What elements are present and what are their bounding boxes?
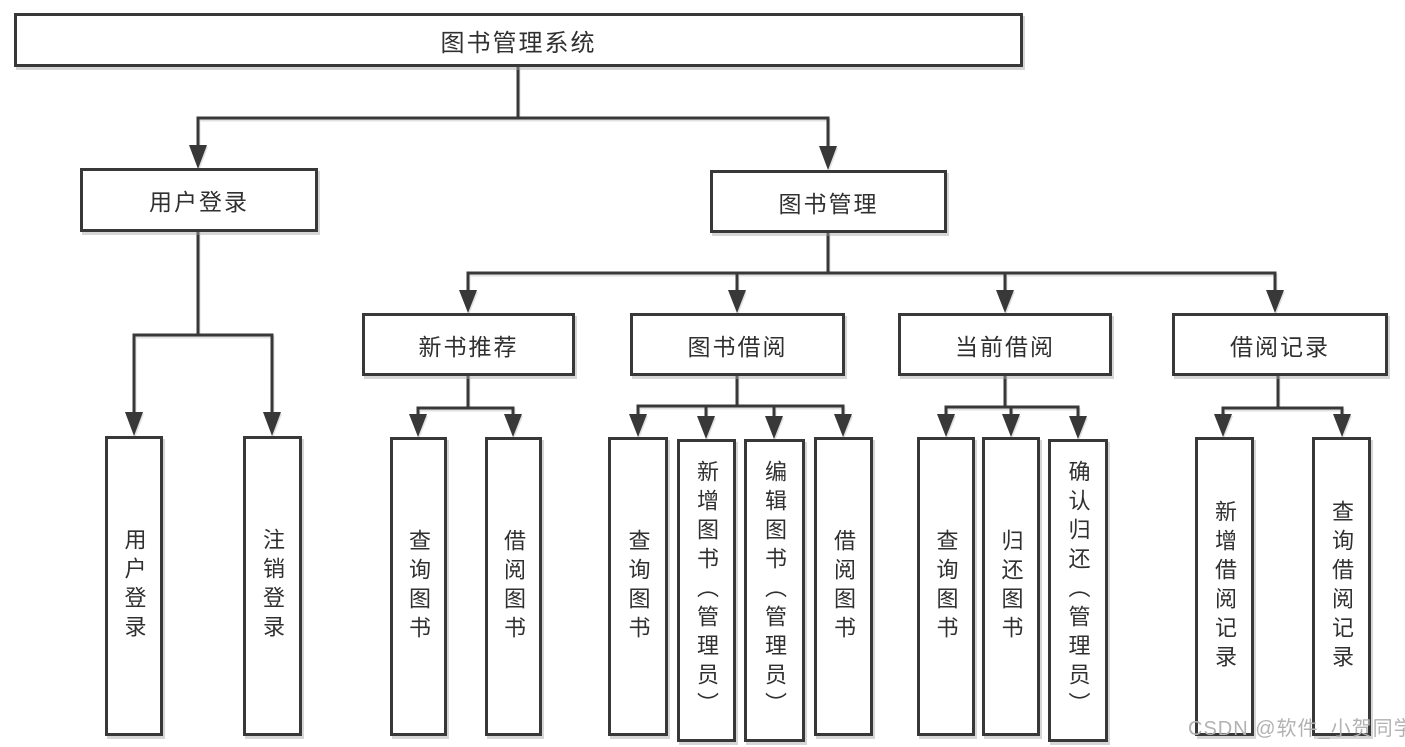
node-borrow-book-recommend: 借阅图书 [485, 437, 542, 736]
arrowhead [189, 145, 207, 169]
arrowhead [459, 290, 477, 313]
node-logout-label: 注销登录 [260, 528, 286, 644]
edge-mgmt-level3 [466, 231, 1277, 293]
node-query-book-recommend: 查询图书 [390, 437, 447, 736]
arrowhead [1266, 290, 1284, 313]
edge-login-leaves [132, 230, 274, 415]
arrowhead [937, 414, 955, 437]
node-user-login-group-label: 用户登录 [149, 189, 249, 215]
node-current-borrow-label: 当前借阅 [955, 333, 1055, 360]
node-borrow-records-label: 借阅记录 [1230, 333, 1330, 360]
arrowhead [819, 146, 837, 170]
node-root-label: 图书管理系统 [440, 29, 597, 57]
edge-records-leaves [1221, 374, 1344, 417]
node-query-book-borrow-label: 查询图书 [625, 528, 651, 645]
node-user-login-group: 用户登录 [80, 168, 318, 232]
edge-current-leaves [944, 374, 1080, 419]
node-query-borrow-record-label: 查询借阅记录 [1329, 499, 1355, 674]
node-borrow-book-label: 借阅图书 [831, 528, 857, 645]
node-root: 图书管理系统 [14, 13, 1023, 67]
node-return-book-label: 归还图书 [998, 528, 1024, 645]
arrowhead [1002, 414, 1020, 437]
node-confirm-return-admin: 确认归还（管理员） [1048, 439, 1108, 742]
node-current-borrow: 当前借阅 [898, 313, 1112, 376]
node-query-book-recommend-label: 查询图书 [406, 528, 432, 645]
node-borrow-records: 借阅记录 [1172, 313, 1388, 376]
node-new-book-recommend: 新书推荐 [362, 313, 575, 376]
node-edit-book-admin: 编辑图书（管理员） [744, 439, 805, 742]
node-confirm-return-admin-label: 确认归还（管理员） [1065, 460, 1091, 721]
arrowhead [834, 414, 852, 437]
edge-borrow-leaves [636, 374, 845, 419]
edge-root-level2 [196, 65, 830, 149]
arrowhead [263, 412, 281, 436]
node-query-borrow-record: 查询借阅记录 [1312, 437, 1371, 736]
node-borrow-book-recommend-label: 借阅图书 [501, 528, 527, 645]
arrowhead [1069, 416, 1087, 439]
arrowhead [765, 416, 783, 439]
csdn-watermark: CSDN @软件_小贺同学 [1188, 718, 1405, 740]
node-book-mgmt: 图书管理 [710, 170, 947, 233]
arrowheads [125, 145, 1351, 439]
node-book-mgmt-label: 图书管理 [778, 190, 879, 217]
arrowhead [504, 414, 522, 437]
arrowhead [125, 412, 143, 436]
node-borrow-book: 借阅图书 [814, 437, 873, 736]
edge-recommend-leaves [416, 374, 515, 417]
node-query-book-current: 查询图书 [917, 437, 975, 736]
node-add-book-admin-label: 新增图书（管理员） [694, 460, 720, 721]
node-query-book-borrow: 查询图书 [608, 437, 668, 736]
arrowhead [697, 416, 715, 439]
node-add-borrow-record-label: 新增借阅记录 [1212, 499, 1238, 674]
arrowhead [409, 414, 427, 437]
node-logout: 注销登录 [243, 436, 302, 736]
arrowhead [996, 290, 1014, 313]
node-book-borrow: 图书借阅 [630, 313, 845, 376]
node-book-borrow-label: 图书借阅 [687, 333, 788, 360]
node-add-borrow-record: 新增借阅记录 [1195, 437, 1254, 736]
arrowhead [1333, 414, 1351, 437]
arrowhead [728, 290, 746, 313]
node-edit-book-admin-label: 编辑图书（管理员） [762, 460, 788, 721]
arrowhead [629, 414, 647, 437]
node-return-book: 归还图书 [982, 437, 1040, 736]
arrowhead [1214, 414, 1232, 437]
node-new-book-recommend-label: 新书推荐 [418, 333, 519, 360]
node-add-book-admin: 新增图书（管理员） [677, 439, 736, 742]
node-user-login-label: 用户登录 [121, 528, 147, 644]
node-query-book-current-label: 查询图书 [933, 528, 959, 645]
node-user-login: 用户登录 [105, 436, 163, 736]
